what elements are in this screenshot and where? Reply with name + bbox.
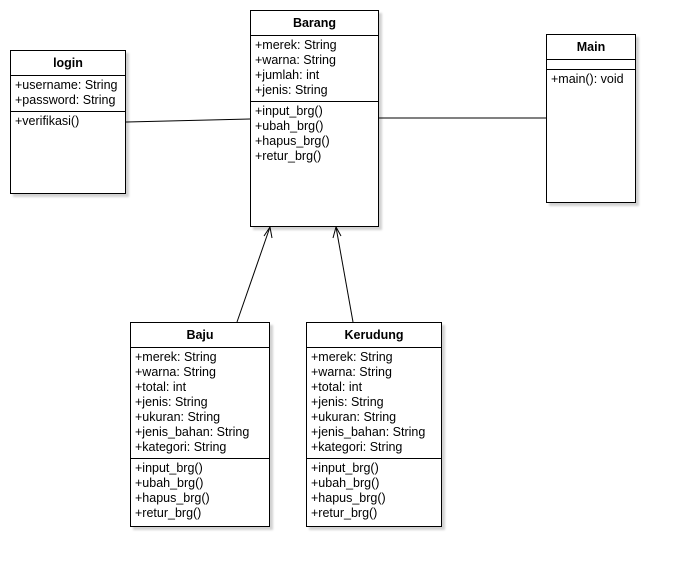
attributes-section: +merek: String +warna: String +total: in… <box>131 348 269 459</box>
attribute: +ukuran: String <box>311 410 397 424</box>
class-kerudung[interactable]: Kerudung +merek: String +warna: String +… <box>306 322 442 527</box>
method: +main(): void <box>551 72 624 86</box>
method: +input_brg() <box>135 461 203 475</box>
methods-section: +input_brg() +ubah_brg() +hapus_brg() +r… <box>131 459 269 524</box>
method: +hapus_brg() <box>311 491 386 505</box>
attribute: +kategori: String <box>135 440 227 454</box>
method: +ubah_brg() <box>255 119 324 133</box>
attribute: +ukuran: String <box>135 410 221 424</box>
arrowhead-kerudung-barang <box>332 225 342 239</box>
attribute: +total: int <box>135 380 187 394</box>
method: +hapus_brg() <box>255 134 330 148</box>
attribute: +warna: String <box>255 53 336 67</box>
class-name: login <box>11 51 125 76</box>
method: +hapus_brg() <box>135 491 210 505</box>
attribute: +warna: String <box>311 365 392 379</box>
method: +retur_brg() <box>311 506 378 520</box>
attributes-section: +username: String +password: String <box>11 76 125 112</box>
attributes-section: +merek: String +warna: String +total: in… <box>307 348 441 459</box>
methods-section: +main(): void <box>547 70 635 90</box>
method: +verifikasi() <box>15 114 80 128</box>
attribute: +jumlah: int <box>255 68 320 82</box>
attributes-section <box>547 60 635 70</box>
attribute: +total: int <box>311 380 363 394</box>
attribute: +warna: String <box>135 365 216 379</box>
attribute: +merek: String <box>255 38 337 52</box>
methods-section: +verifikasi() <box>11 112 125 132</box>
method: +input_brg() <box>311 461 379 475</box>
attribute: +merek: String <box>135 350 217 364</box>
class-barang[interactable]: Barang +merek: String +warna: String +ju… <box>250 10 379 227</box>
class-baju[interactable]: Baju +merek: String +warna: String +tota… <box>130 322 270 527</box>
attribute: +merek: String <box>311 350 393 364</box>
attribute: +kategori: String <box>311 440 403 454</box>
methods-section: +input_brg() +ubah_brg() +hapus_brg() +r… <box>251 102 378 167</box>
attribute: +jenis: String <box>255 83 328 97</box>
attribute: +jenis: String <box>135 395 208 409</box>
attribute: +jenis_bahan: String <box>135 425 250 439</box>
class-name: Barang <box>251 11 378 36</box>
class-name: Main <box>547 35 635 60</box>
method: +ubah_brg() <box>135 476 204 490</box>
arrowhead-baju-barang <box>263 225 273 239</box>
attribute: +jenis: String <box>311 395 384 409</box>
class-main[interactable]: Main +main(): void <box>546 34 636 203</box>
methods-section: +input_brg() +ubah_brg() +hapus_brg() +r… <box>307 459 441 524</box>
attribute: +password: String <box>15 93 116 107</box>
class-name: Baju <box>131 323 269 348</box>
attributes-section: +merek: String +warna: String +jumlah: i… <box>251 36 378 102</box>
method: +retur_brg() <box>255 149 322 163</box>
class-login[interactable]: login +username: String +password: Strin… <box>10 50 126 194</box>
method: +retur_brg() <box>135 506 202 520</box>
attribute: +jenis_bahan: String <box>311 425 426 439</box>
method: +input_brg() <box>255 104 323 118</box>
arrow-kerudung-barang <box>335 226 354 323</box>
arrow-baju-barang <box>236 226 271 323</box>
method: +ubah_brg() <box>311 476 380 490</box>
association-login-barang <box>125 118 251 123</box>
class-name: Kerudung <box>307 323 441 348</box>
attribute: +username: String <box>15 78 118 92</box>
